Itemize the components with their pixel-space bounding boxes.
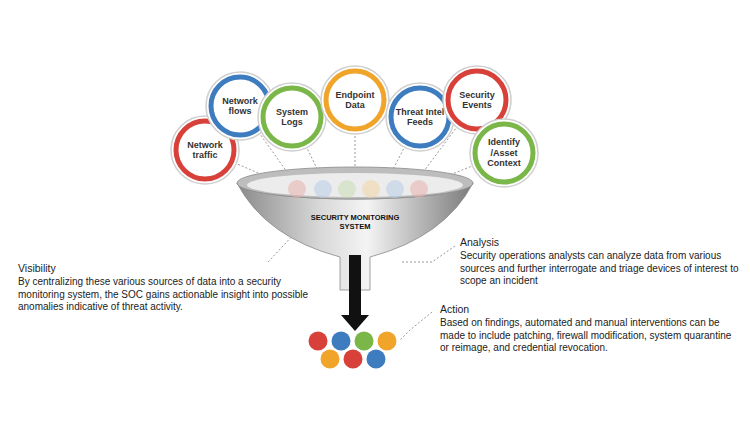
funnel-rim [237,167,473,199]
dot [378,332,397,351]
funnel-opening [247,173,463,197]
funnel-blob [386,180,404,198]
section-heading: Visibility [18,262,318,275]
source-label: Identify /Asset Context [479,137,529,168]
dot [367,350,386,369]
dot [355,332,374,351]
source-label: System Logs [267,107,317,128]
circle-ring [263,88,321,146]
source-label: Network traffic [180,140,230,161]
source-label: Threat Intel Feeds [395,107,445,128]
section-heading: Action [440,303,742,316]
leader-line [400,246,455,262]
funnel-blob [314,180,332,198]
source-circle: Endpoint Data [320,65,390,135]
circle-halo [321,66,389,134]
source-circle: Identify /Asset Context [469,118,539,188]
section-heading: Analysis [460,236,744,249]
circle-ring [391,88,449,146]
circle-ring [475,124,533,182]
funnel-blob [338,180,356,198]
section-body: By centralizing these various sources of… [18,276,318,314]
dot [344,350,363,369]
source-circle: System Logs [257,82,327,152]
dot [321,350,340,369]
section-body: Based on findings, automated and manual … [440,317,742,355]
section-body: Security operations analysts can analyze… [460,250,744,288]
circle-ring [326,71,384,129]
dot [309,332,328,351]
circle-halo [258,83,326,151]
action-dots [309,332,397,369]
circle-halo [470,119,538,187]
leader-line [400,312,432,340]
dot [332,332,351,351]
funnel-blob [362,180,380,198]
source-label: Security Events [452,90,502,111]
funnel-blob [410,180,428,198]
funnel: SECURITY MONITORING SYSTEM [235,165,475,295]
output-arrow [341,255,369,331]
source-label: Endpoint Data [330,90,380,111]
system-label: SECURITY MONITORING SYSTEM [307,213,403,231]
funnel-blob [288,180,306,198]
